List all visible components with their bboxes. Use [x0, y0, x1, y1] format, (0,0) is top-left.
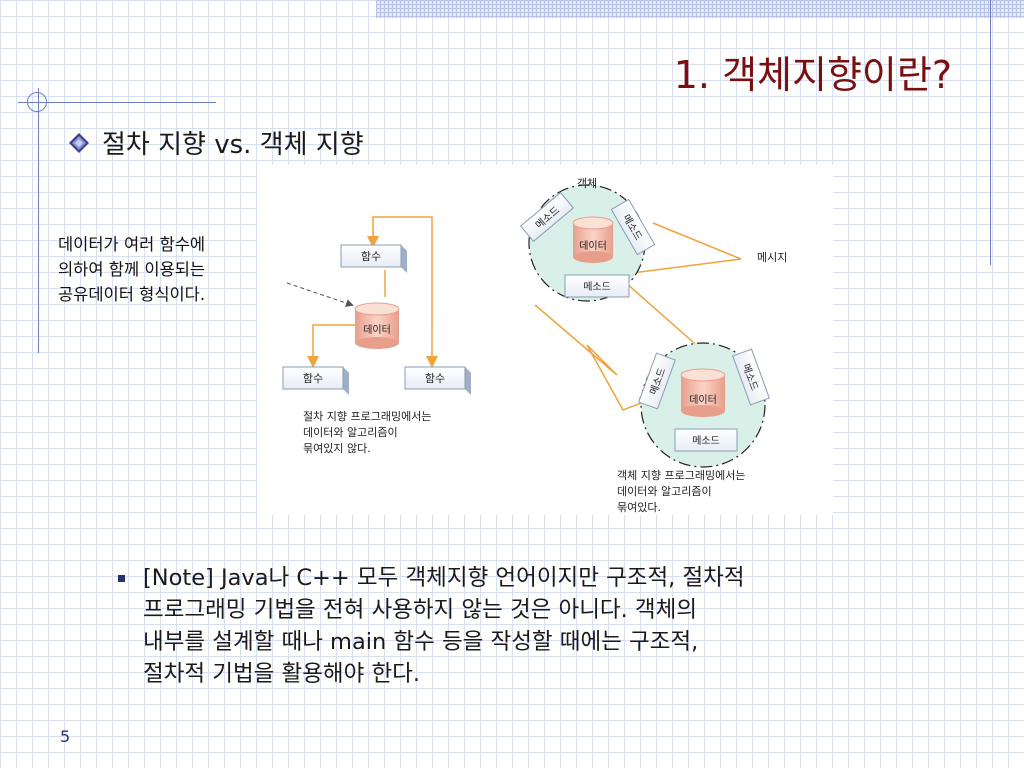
message-arrow-from-lower-object [534, 304, 652, 411]
top-decor-band [376, 0, 1024, 18]
message-arrow-segment [652, 222, 742, 260]
object-label: 객체 [577, 177, 597, 190]
note-line: 내부를 설계할 때나 main 함수 등을 작성할 때에는 구조적, [143, 629, 699, 655]
slide-title: 1. 객체지향이란? [673, 53, 952, 97]
square-bullet-icon [118, 575, 125, 582]
arrow-data-to-top-function [367, 216, 433, 325]
decor-line-left-vertical [38, 88, 39, 353]
decor-circle-icon [27, 92, 47, 112]
method-label: 메소드 [583, 281, 611, 293]
side-note-line: 공유데이터 형식이다. [58, 285, 206, 304]
bullet-heading: 절차 지향 vs. 객체 지향 [68, 124, 364, 161]
decor-line-right [990, 0, 991, 265]
side-note-line: 의하여 함께 이용되는 [58, 260, 206, 279]
side-note-line: 데이터가 여러 함수에 [58, 235, 206, 254]
page-number: 5 [60, 727, 71, 746]
note-line: [Note] Java나 C++ 모두 객체지향 언어이지만 구조적, 절차적 [143, 565, 745, 591]
object-lower: 데이터 메소드 메소드 메소드 [638, 342, 770, 468]
oop-diagram: 메시지 객체 데이터 메소드 메소드 메소드 [519, 177, 787, 514]
method-label: 메소드 [692, 435, 720, 447]
note-text: [Note] Java나 C++ 모두 객체지향 언어이지만 구조적, 절차적 … [143, 562, 938, 690]
oop-caption: 객체 지향 프로그래밍에서는 데이터와 알고리즘이 묶여있다. [617, 469, 749, 514]
note-bullet: [Note] Java나 C++ 모두 객체지향 언어이지만 구조적, 절차적 … [118, 562, 938, 690]
procedural-vs-oop-diagram: 함수 데이터 함수 함수 절차 지향 프로그래밍에서는 데이터와 알고리즘이 [257, 165, 833, 515]
data-label-left: 데이터 [363, 324, 391, 336]
bullet-heading-text: 절차 지향 vs. 객체 지향 [102, 130, 364, 160]
procedural-caption: 절차 지향 프로그래밍에서는 데이터와 알고리즘이 묶여있지 않다. [303, 410, 435, 455]
function-label-top: 함수 [361, 250, 381, 263]
data-cylinder-left: 데이터 [354, 302, 400, 349]
function-box-right: 함수 [404, 366, 471, 395]
note-line: 절차적 기법을 활용해야 한다. [143, 661, 421, 687]
note-line: 프로그래밍 기법을 전혀 사용하지 않는 것은 아니다. 객체의 [143, 597, 698, 623]
diamond-bullet-icon [69, 132, 89, 153]
decor-line-left-horizontal [18, 102, 216, 103]
side-note: 데이터가 여러 함수에 의하여 함께 이용되는 공유데이터 형식이다. [58, 232, 288, 307]
data-label-lower: 데이터 [689, 394, 717, 406]
procedural-diagram: 함수 데이터 함수 함수 절차 지향 프로그래밍에서는 데이터와 알고리즘이 [282, 216, 471, 455]
message-label: 메시지 [757, 251, 787, 264]
function-label-right: 함수 [425, 372, 445, 385]
object-upper: 객체 데이터 메소드 메소드 메소드 [519, 177, 656, 302]
arrow-data-to-left-function [307, 324, 355, 368]
function-box-left: 함수 [282, 366, 349, 395]
function-label-left: 함수 [303, 372, 323, 385]
note-pointer-arrow [286, 282, 354, 307]
data-label-upper: 데이터 [579, 240, 607, 252]
function-box-top: 함수 [340, 244, 407, 273]
